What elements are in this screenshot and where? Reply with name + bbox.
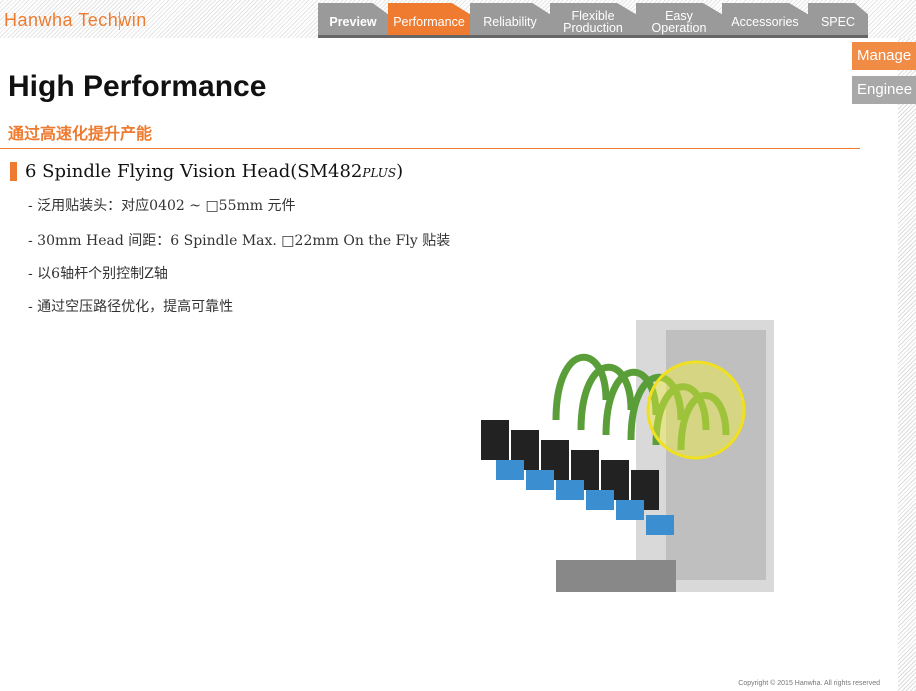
bullet-item: - 以6轴杆个别控制Z轴 xyxy=(28,266,168,282)
highlight-circle xyxy=(646,360,746,460)
bullet-item: - 通过空压路径优化，提高可靠性 xyxy=(28,299,234,315)
tab-accessories[interactable]: Accessories xyxy=(722,3,808,35)
section-marker xyxy=(10,162,17,181)
copyright: Copyright © 2015 Hanwha. All rights rese… xyxy=(738,680,880,687)
tab-spec[interactable]: SPEC xyxy=(808,3,868,35)
divider xyxy=(0,148,860,149)
page-subtitle: 通过高速化提升产能 xyxy=(8,124,153,143)
heading-close: ) xyxy=(396,161,404,182)
page-title: High Performance xyxy=(8,70,267,103)
tab-flexible-production[interactable]: Flexible Production xyxy=(550,3,636,35)
tab-reliability[interactable]: Reliability xyxy=(470,3,550,35)
bullet-item: - 30mm Head 间距：6 Spindle Max. □22mm On t… xyxy=(28,233,451,249)
side-tab-engineer[interactable]: Enginee xyxy=(852,76,916,104)
logo-divider xyxy=(119,12,120,30)
main-nav: Preview Performance Reliability Flexible… xyxy=(318,3,868,38)
spindle-head-image xyxy=(481,320,774,592)
tab-performance[interactable]: Performance xyxy=(388,3,470,35)
tab-preview[interactable]: Preview xyxy=(318,3,388,35)
side-tab-manage[interactable]: Manage xyxy=(852,42,916,70)
tab-easy-operation[interactable]: Easy Operation xyxy=(636,3,722,35)
heading-suffix: PLUS xyxy=(362,166,397,180)
section-heading: 6 Spindle Flying Vision Head(SM482PLUS) xyxy=(25,161,403,182)
bullet-item: - 泛用贴装头：对应0402 ~ □55mm 元件 xyxy=(28,198,296,214)
right-scroll-strip xyxy=(898,38,916,691)
logo: Hanwha Techwin xyxy=(4,10,147,30)
heading-text: 6 Spindle Flying Vision Head(SM482 xyxy=(25,161,363,182)
solenoid-valves xyxy=(481,420,674,535)
